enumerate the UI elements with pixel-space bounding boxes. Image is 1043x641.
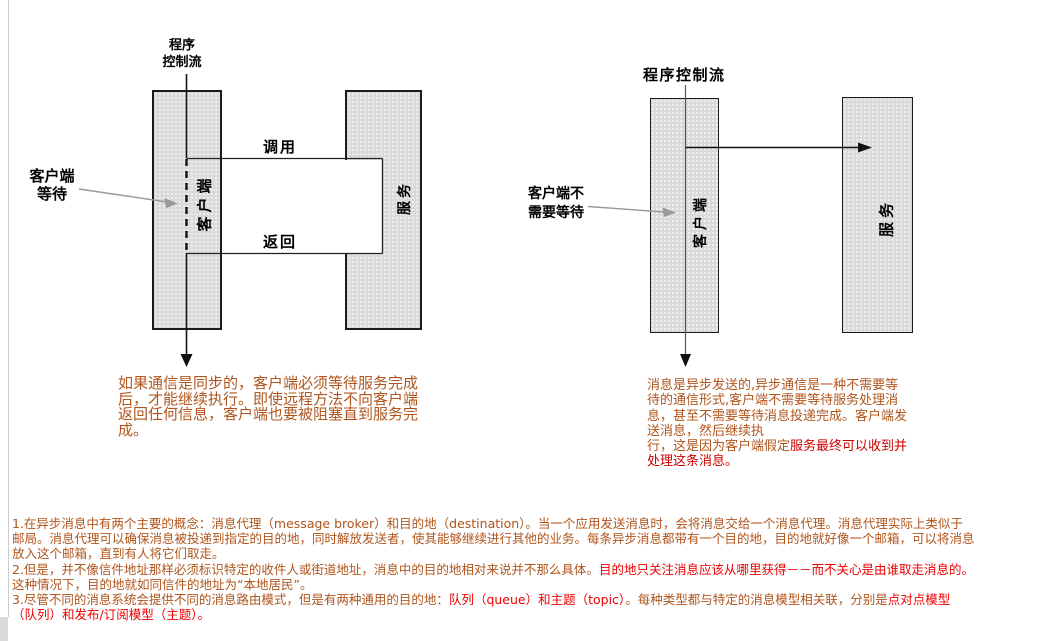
text-segment: 成。 bbox=[118, 420, 149, 439]
text-segment: 送消息，然后继续执 bbox=[647, 423, 765, 439]
text-line: 行，这是因为客户端假定服务最终可以收到并 bbox=[647, 439, 907, 454]
text-segment: 息，甚至不需要等待消息投递完成。客户端发 bbox=[647, 408, 908, 424]
text-line: 消息是异步发送的,异步通信是一种不需要等 bbox=[647, 378, 907, 393]
text-segment: 行，这是因为客户端假定 bbox=[647, 439, 791, 455]
text-segment: 目的地只关注消息应该从哪里获得－－而不关心是由谁取走消息的。 bbox=[598, 561, 974, 577]
async-client-rotated-label: 客户端 bbox=[693, 194, 709, 248]
text-segment: 客户端不 bbox=[528, 186, 584, 202]
text-segment: 处理这条消息。 bbox=[647, 454, 739, 470]
text-segment: （队列）和发布/订阅模型（主题）。 bbox=[12, 607, 210, 623]
sync-service-box bbox=[345, 90, 422, 330]
sync-client-rotated-label: 客户端 bbox=[195, 174, 214, 232]
sync-down-arrowhead bbox=[180, 354, 193, 367]
text-segment: 2.但是，并不像信件地址那样必须标识特定的收件人或街道地址，消息中的目的地相对来… bbox=[12, 561, 599, 577]
async-client-box bbox=[650, 98, 719, 333]
text-line: 客户端不 bbox=[513, 185, 599, 204]
text-line: 这种情况下，目的地就如同信件的地址为“本地居民”。 bbox=[12, 577, 975, 592]
text-line: 息，甚至不需要等待消息投递完成。客户端发 bbox=[647, 409, 907, 424]
text-segment: 程序 bbox=[168, 38, 195, 53]
text-line: 处理这条消息。 bbox=[647, 454, 907, 469]
text-segment: 服务最终可以收到并 bbox=[790, 439, 908, 455]
text-line: 返回任何信息，客户端也要被阻塞直到服务完 bbox=[118, 405, 419, 423]
text-line: 程序 bbox=[142, 37, 222, 54]
text-segment: 邮局。消息代理可以确保消息被投递到指定的目的地，同时解放发送者，使其能够继续进行… bbox=[12, 531, 975, 547]
text-line: 后，才能继续执行。即使远程方法不向客户端 bbox=[118, 389, 419, 408]
async-service-rotated-label: 服务 bbox=[877, 198, 896, 238]
text-line: 2.但是，并不像信件地址那样必须标识特定的收件人或街道地址，消息中的目的地相对来… bbox=[12, 562, 975, 577]
sync-return-label: 返回 bbox=[263, 233, 298, 251]
text-segment: 等待 bbox=[36, 185, 67, 203]
sync-program-flow-label: 程序控制流 bbox=[142, 37, 222, 71]
text-segment: 放入这个邮箱，直到有人将它们取走。 bbox=[12, 546, 225, 562]
text-segment: 点对点模型 bbox=[887, 592, 951, 608]
text-segment: 。每种类型都与特定的消息模型相关联，分别是 bbox=[625, 592, 888, 608]
text-segment: 待的通信形式,客户端不需要等待服务处理消 bbox=[647, 393, 899, 409]
async-caption: 消息是异步发送的,异步通信是一种不需要等待的通信形式,客户端不需要等待服务处理消… bbox=[647, 378, 907, 470]
text-line: 送消息，然后继续执 bbox=[647, 424, 907, 439]
async-down-arrowhead bbox=[680, 354, 691, 367]
text-segment: 消息是异步发送的,异步通信是一种不需要等 bbox=[647, 378, 899, 393]
async-service-box bbox=[842, 97, 913, 333]
text-line: 待的通信形式,客户端不需要等待服务处理消 bbox=[647, 393, 907, 408]
text-line: 3.尽管不同的消息系统会提供不同的消息路由模式，但是有两种通用的目的地：队列（q… bbox=[12, 592, 975, 607]
async-client-no-wait-label: 客户端不需要等待 bbox=[513, 185, 599, 222]
text-segment: 需要等待 bbox=[528, 204, 584, 221]
page-left-border bbox=[8, 0, 9, 617]
text-line: 成。 bbox=[118, 420, 418, 439]
sync-call-label: 调用 bbox=[263, 138, 298, 156]
text-segment: 如果通信是同步的，客户端必须等待服务完成 bbox=[118, 374, 419, 392]
async-program-flow-label: 程序控制流 bbox=[643, 66, 726, 84]
text-segment: 3.尽管不同的消息系统会提供不同的消息路由模式，但是有两种通用的目的地： bbox=[12, 592, 449, 608]
text-segment: 客户端 bbox=[29, 167, 75, 185]
text-line: 需要等待 bbox=[513, 204, 599, 223]
text-segment: 后，才能继续执行。即使远程方法不向客户端 bbox=[118, 389, 419, 408]
text-segment: 1.在异步消息中有两个主要的概念：消息代理（message broker）和目的… bbox=[12, 516, 963, 531]
text-line: （队列）和发布/订阅模型（主题）。 bbox=[12, 607, 975, 622]
text-line: 等待 bbox=[10, 185, 94, 203]
sync-caption: 如果通信是同步的，客户端必须等待服务完成后，才能继续执行。即使远程方法不向客户端… bbox=[118, 374, 419, 439]
notes-block: 1.在异步消息中有两个主要的概念：消息代理（message broker）和目的… bbox=[12, 516, 975, 622]
text-segment: 返回任何信息，客户端也要被阻塞直到服务完 bbox=[118, 405, 419, 423]
text-line: 控制流 bbox=[142, 54, 222, 71]
text-segment: 队列（queue）和主题（topic） bbox=[448, 592, 626, 608]
text-line: 客户端 bbox=[10, 167, 94, 185]
text-line: 如果通信是同步的，客户端必须等待服务完成 bbox=[118, 374, 419, 392]
text-segment: 控制流 bbox=[162, 55, 202, 70]
text-line: 邮局。消息代理可以确保消息被投递到指定的目的地，同时解放发送者，使其能够继续进行… bbox=[12, 531, 975, 546]
text-line: 1.在异步消息中有两个主要的概念：消息代理（message broker）和目的… bbox=[12, 516, 975, 531]
page-left-border-end bbox=[0, 617, 8, 641]
text-segment: 这种情况下，目的地就如同信件的地址为“本地居民”。 bbox=[12, 576, 313, 592]
sync-client-wait-label: 客户端等待 bbox=[10, 167, 94, 203]
text-line: 放入这个邮箱，直到有人将它们取走。 bbox=[12, 546, 975, 561]
sync-service-rotated-label: 服务 bbox=[397, 181, 413, 215]
